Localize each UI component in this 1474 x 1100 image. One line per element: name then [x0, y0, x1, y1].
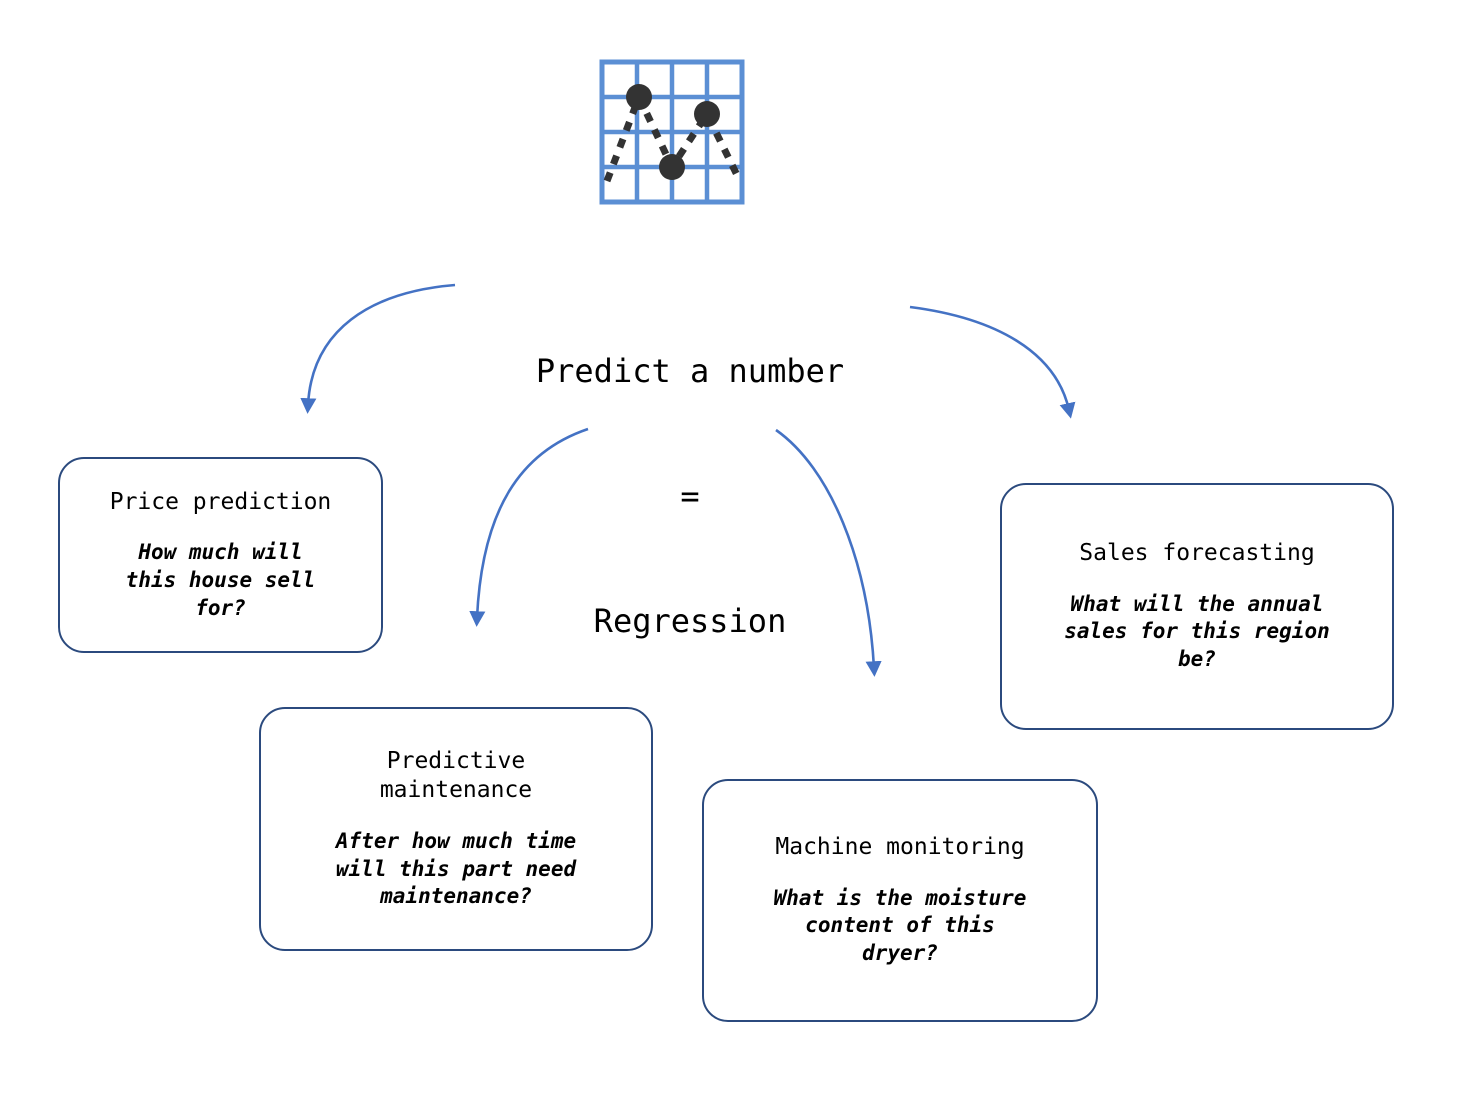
node-question: After how much time will this part need …: [335, 828, 577, 909]
node-price-prediction[interactable]: Price prediction How much will this hous…: [58, 457, 383, 653]
center-label-line2: =: [680, 476, 700, 515]
center-label-line3: Regression: [593, 601, 787, 640]
arrow-to-price: [300, 283, 456, 414]
node-question: How much will this house sell for?: [125, 540, 316, 620]
center-label: Predict a number = Regression: [440, 268, 940, 726]
node-sales-forecasting[interactable]: Sales forecasting What will the annual s…: [1000, 483, 1394, 730]
node-title: Price prediction: [109, 488, 332, 515]
node-question: What is the moisture content of this dry…: [773, 885, 1027, 966]
node-title: Predictive maintenance: [379, 747, 533, 804]
node-machine-monitoring[interactable]: Machine monitoring What is the moisture …: [702, 779, 1098, 1022]
node-title: Machine monitoring: [775, 834, 1025, 861]
center-label-line1: Predict a number: [535, 352, 845, 391]
node-question: What will the annual sales for this regi…: [1064, 591, 1330, 672]
regression-scatter-grid-icon: [599, 59, 745, 205]
node-predictive-maintenance[interactable]: Predictive maintenance After how much ti…: [259, 707, 653, 951]
node-title: Sales forecasting: [1079, 540, 1315, 567]
